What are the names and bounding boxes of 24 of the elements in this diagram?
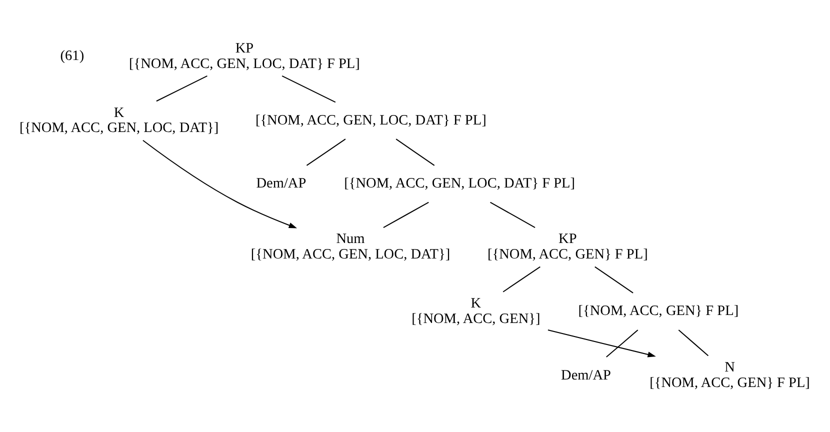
connector <box>594 266 634 294</box>
node-text: Dem/AP <box>561 367 611 384</box>
node-text: Num [{NOM, ACC, GEN, LOC, DAT}] <box>250 231 450 263</box>
connector <box>383 202 429 228</box>
connector <box>396 138 435 166</box>
connector <box>282 76 336 103</box>
connector <box>606 330 638 358</box>
connector <box>678 330 709 356</box>
node-text: [{NOM, ACC, GEN} F PL] <box>578 303 739 320</box>
node-text: KP [{NOM, ACC, GEN} F PL] <box>488 231 648 263</box>
node-text: K [{NOM, ACC, GEN, LOC, DAT}] <box>20 104 219 136</box>
connector <box>490 202 536 228</box>
node-text: Dem/AP <box>256 176 306 192</box>
connector <box>306 138 346 166</box>
node-text: [{NOM, ACC, GEN, LOC, DAT} F PL] <box>255 112 486 128</box>
connector <box>502 266 540 292</box>
label: (61) <box>60 48 84 64</box>
arrow <box>142 140 298 228</box>
node-text: N [{NOM, ACC, GEN} F PL] <box>650 360 810 391</box>
node-text: K [{NOM, ACC, GEN}] <box>412 295 540 327</box>
node-text: KP [{NOM, ACC, GEN, LOC, DAT} F PL] <box>129 40 360 72</box>
connector <box>156 76 208 102</box>
node-text: [{NOM, ACC, GEN, LOC, DAT} F PL] <box>344 176 576 192</box>
arrow <box>548 330 656 358</box>
